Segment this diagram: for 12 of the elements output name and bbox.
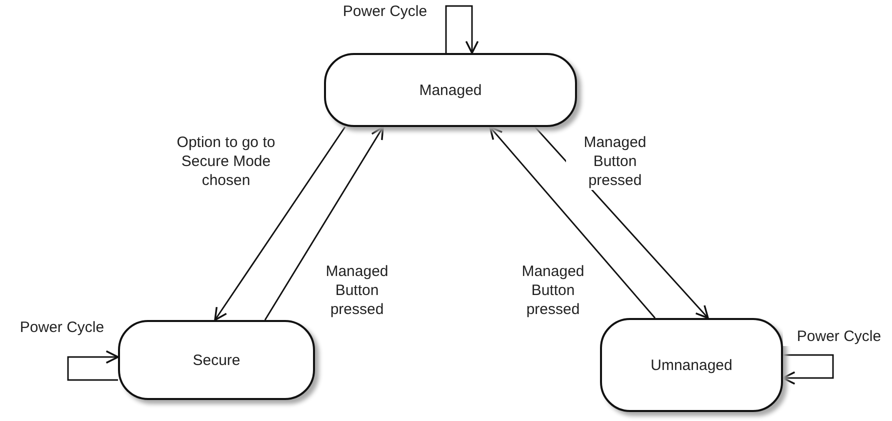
transition-arrow bbox=[489, 126, 656, 318]
transition-arrow bbox=[67, 350, 119, 381]
transition-arrow bbox=[264, 126, 384, 320]
transition-arrow bbox=[445, 5, 479, 54]
state-label: Managed bbox=[419, 82, 482, 98]
state-box bbox=[600, 318, 783, 412]
state-box bbox=[118, 320, 315, 400]
transition-arrow bbox=[782, 354, 834, 385]
state-label: Umnanaged bbox=[650, 356, 732, 374]
transition-arrow bbox=[214, 126, 346, 321]
state-label: Secure bbox=[192, 352, 240, 368]
state-box bbox=[324, 53, 577, 127]
